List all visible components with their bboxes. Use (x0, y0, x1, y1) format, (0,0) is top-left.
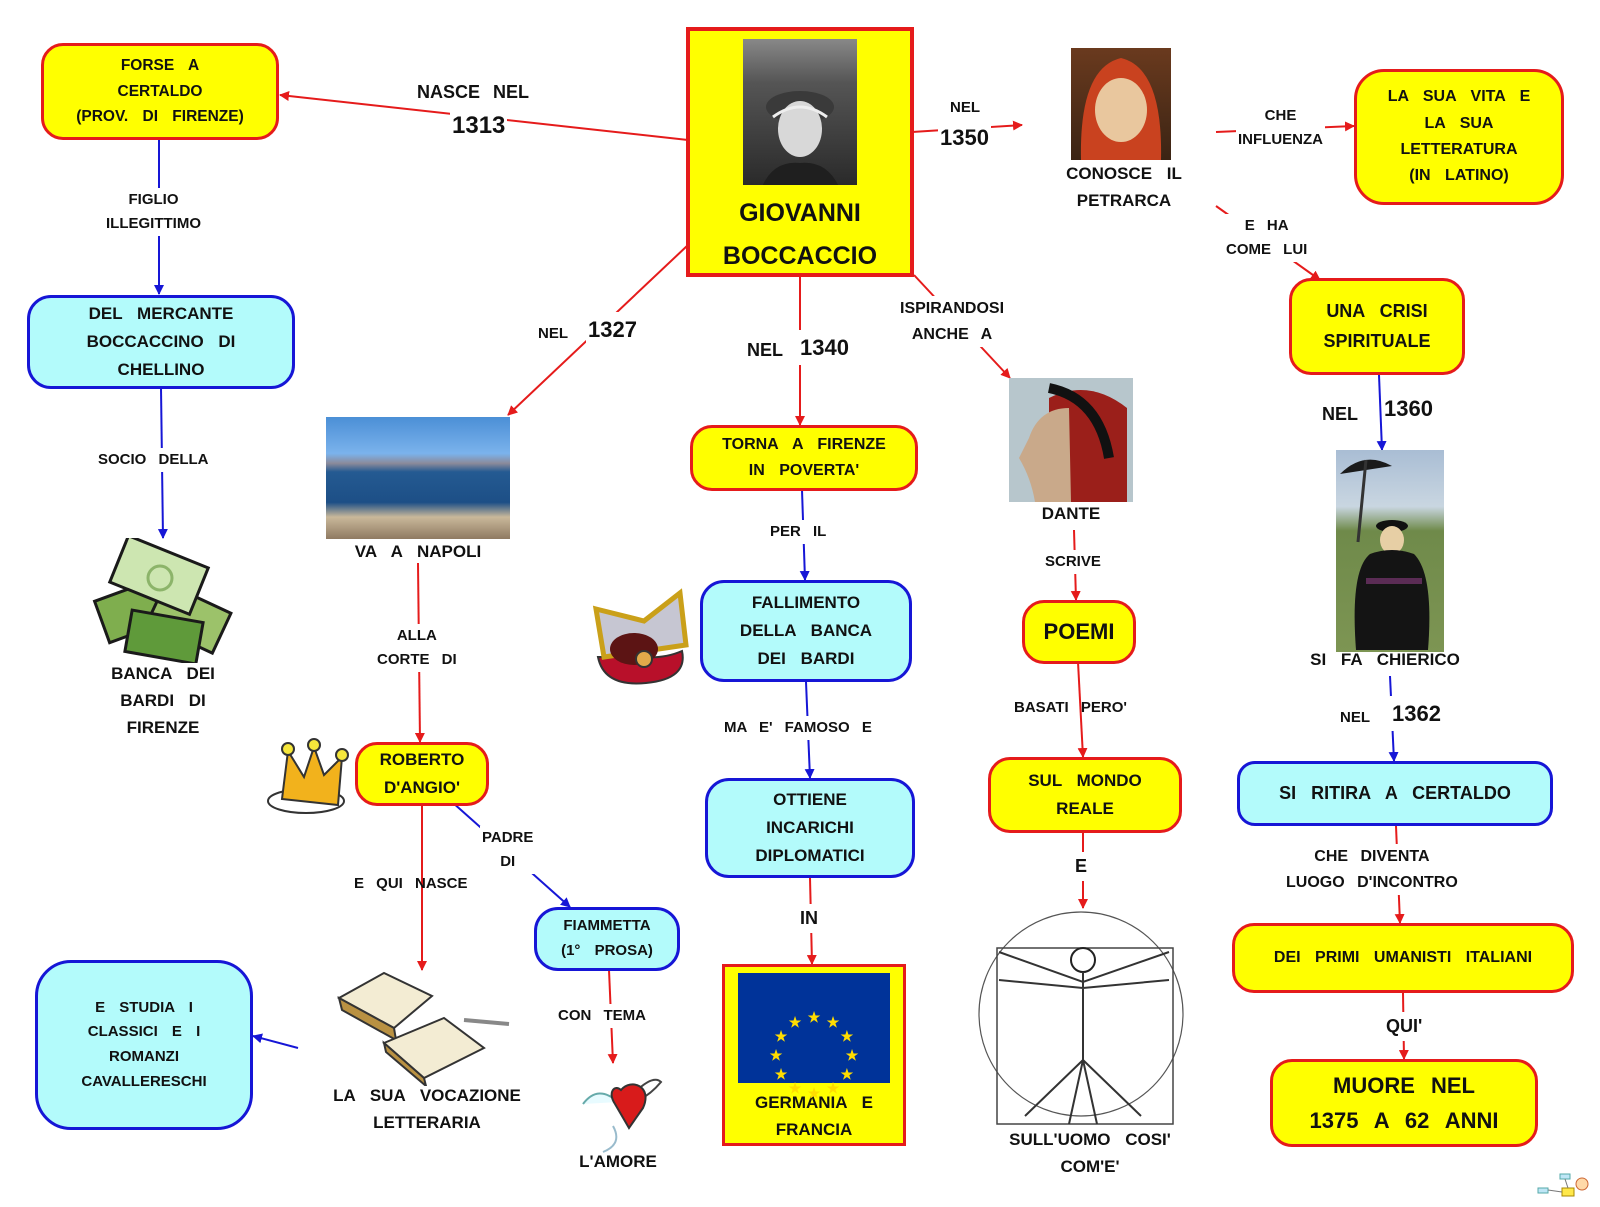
eu-star-icon: ★ (827, 1014, 840, 1030)
vitruvian-man-icon (977, 910, 1189, 1132)
eu-star-icon: ★ (841, 1066, 854, 1082)
node-mercante[interactable]: DEL MERCANTE BOCCACCINO DI CHELLINO (27, 295, 295, 389)
label-che-diventa: CHE DIVENTA LUOGO D'INCONTRO (1284, 844, 1460, 896)
label-1340: 1340 (798, 330, 851, 366)
label-scrive: SCRIVE (1043, 550, 1103, 574)
eu-star-icon: ★ (775, 1028, 788, 1044)
label-e-qui-nasce: E QUI NASCE (354, 875, 468, 892)
node-certaldo[interactable]: FORSE A CERTALDO (PROV. DI FIRENZE) (41, 43, 279, 140)
link-basati (1077, 661, 1088, 758)
eu-star-icon: ★ (775, 1066, 788, 1082)
caption-amore: L'AMORE (579, 1152, 657, 1171)
label-socio: SOCIO DELLA (96, 448, 211, 472)
central-title-line2: BOCCACCIO (722, 241, 878, 270)
eu-star-icon: ★ (808, 1009, 821, 1025)
node-poemi[interactable]: POEMI (1022, 600, 1136, 664)
node-fallimento[interactable]: FALLIMENTO DELLA BANCA DEI BARDI (700, 580, 912, 682)
caption-uomo: SULL'UOMO COSI' COM'E' (1009, 1130, 1171, 1177)
label-1362: 1362 (1390, 696, 1443, 732)
node-torna[interactable]: TORNA A FIRENZE IN POVERTA' (690, 425, 918, 491)
label-nel-1362: NEL (1338, 706, 1372, 730)
label-per-il: PER IL (768, 520, 829, 544)
node-umanisti[interactable]: DEI PRIMI UMANISTI ITALIANI (1232, 923, 1574, 993)
label-qui: QUI' (1384, 1012, 1425, 1041)
caption-dante: DANTE (1041, 504, 1101, 523)
label-ispirandosi: ISPIRANDOSI ANCHE A (898, 296, 1007, 348)
central-title-line1: GIOVANNI (739, 199, 861, 227)
node-vita[interactable]: LA SUA VITA E LA SUA LETTERATURA (IN LAT… (1354, 69, 1564, 205)
node-germania[interactable]: ★★★★★★★★★★★★ GERMANIA E FRANCIA (722, 964, 906, 1146)
central-node-boccaccio[interactable]: GIOVANNI BOCCACCIO (686, 27, 914, 277)
node-roberto[interactable]: ROBERTO D'ANGIO' (355, 742, 489, 806)
eu-star-icon: ★ (846, 1047, 859, 1063)
node-muore[interactable]: MUORE NEL 1375 A 62 ANNI (1270, 1059, 1538, 1147)
caption-vocazione: LA SUA VOCAZIONE LETTERARIA (333, 1086, 521, 1133)
label-1313: 1313 (450, 107, 508, 146)
label-nel-1350: NEL (948, 96, 982, 120)
label-ma-famoso: MA E' FAMOSO E (722, 716, 874, 740)
mindmap-logo-icon (1536, 1172, 1592, 1202)
node-classici[interactable]: E STUDIA I CLASSICI E I ROMANZI CAVALLER… (35, 960, 253, 1130)
node-incarichi[interactable]: OTTIENE INCARICHI DIPLOMATICI (705, 778, 915, 878)
label-e-ha-come-lui: E HA COME LUI (1224, 214, 1310, 262)
node-ritira[interactable]: SI RITIRA A CERTALDO (1237, 761, 1553, 826)
dante-portrait-icon (1009, 378, 1133, 502)
label-che-influenza: CHE INFLUENZA (1236, 104, 1325, 152)
caption-germania: GERMANIA E FRANCIA (755, 1093, 873, 1140)
link-studia (252, 1033, 299, 1049)
bag-icon (584, 587, 696, 693)
crown-icon (266, 733, 358, 817)
label-con-tema: CON TEMA (556, 1004, 648, 1028)
label-1350: 1350 (938, 120, 991, 156)
caption-chierico: SI FA CHIERICO (1310, 650, 1460, 669)
label-1327: 1327 (586, 312, 639, 348)
label-nel-1327: NEL (536, 322, 570, 346)
chierico-painting-icon (1336, 450, 1444, 652)
eu-star-icon: ★ (789, 1080, 802, 1096)
label-basati: BASATI PERO' (1014, 699, 1127, 716)
books-icon (334, 968, 512, 1086)
caption-petrarca: CONOSCE IL PETRARCA (1066, 164, 1182, 211)
label-figlio: FIGLIO ILLEGITTIMO (104, 188, 203, 236)
node-fiammetta[interactable]: FIAMMETTA (1° PROSA) (534, 907, 680, 971)
caption-napoli: VA A NAPOLI (354, 542, 482, 561)
eu-flag-icon: ★★★★★★★★★★★★ (738, 973, 890, 1101)
eu-star-icon: ★ (789, 1014, 802, 1030)
label-in: IN (798, 904, 820, 933)
eu-star-icon: ★ (827, 1080, 840, 1096)
winged-heart-icon (573, 1064, 663, 1154)
boccaccio-portrait-icon (743, 39, 857, 185)
label-nasce-nel: NASCE NEL (415, 78, 532, 107)
eu-star-icon: ★ (770, 1047, 783, 1063)
link-1360 (1376, 374, 1387, 451)
eu-star-icon: ★ (841, 1028, 854, 1044)
label-padre-di: PADRE DI (480, 826, 536, 874)
eu-star-icon: ★ (808, 1085, 821, 1101)
label-1360: 1360 (1382, 391, 1435, 427)
label-e: E (1073, 852, 1090, 881)
napoli-photo-icon (326, 417, 510, 539)
node-mondo[interactable]: SUL MONDO REALE (988, 757, 1182, 833)
label-nel-1340: NEL (745, 336, 785, 365)
node-crisi[interactable]: UNA CRISI SPIRITUALE (1289, 278, 1465, 375)
label-alla-corte: ALLA CORTE DI (375, 624, 459, 672)
label-nel-1360: NEL (1320, 400, 1360, 429)
petrarca-portrait-icon (1071, 48, 1171, 160)
caption-banca: BANCA DEI BARDI DI FIRENZE (111, 664, 215, 738)
money-icon (88, 538, 238, 663)
